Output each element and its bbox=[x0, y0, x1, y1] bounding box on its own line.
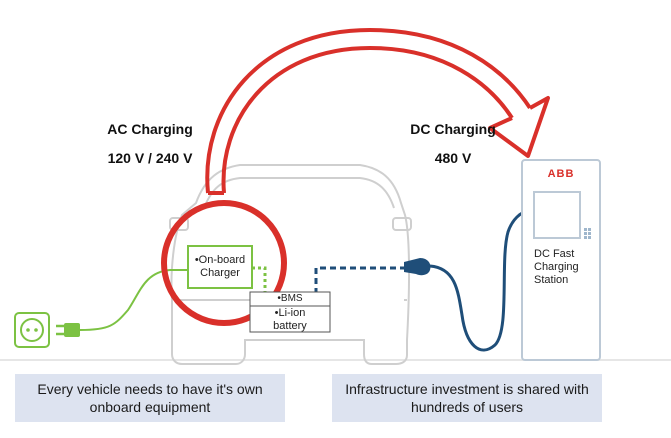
battery-to-dc-port-link bbox=[314, 266, 410, 294]
battery-line2: battery bbox=[273, 320, 307, 332]
onboard-charger-label: •On-board Charger bbox=[188, 254, 252, 280]
ac-charging-title: AC Charging bbox=[107, 121, 193, 137]
dc-charging-voltage: 480 V bbox=[434, 150, 472, 166]
battery-label: •Li-ion battery bbox=[250, 307, 330, 333]
onboard-charger-box bbox=[187, 245, 253, 289]
dc-plug-icon bbox=[404, 258, 431, 276]
ac-charging-voltage: 120 V / 240 V bbox=[107, 150, 193, 166]
charger-to-battery-link bbox=[252, 266, 267, 292]
onboard-highlight-circle bbox=[161, 200, 287, 326]
transfer-arrow bbox=[205, 28, 550, 195]
wall-socket-icon bbox=[14, 312, 50, 348]
dc-charging-title: DC Charging bbox=[410, 121, 496, 137]
ac-cable bbox=[79, 269, 188, 331]
abb-logo: ABB bbox=[547, 168, 575, 180]
keypad-icon bbox=[584, 228, 591, 239]
station-line1: DC Fast bbox=[534, 248, 575, 260]
station-line2: Charging bbox=[534, 261, 579, 273]
onboard-charger-line1: •On-board bbox=[194, 254, 246, 266]
ac-plug-icon bbox=[56, 323, 80, 337]
left-caption: Every vehicle needs to have it's own onb… bbox=[15, 374, 285, 422]
battery-line1: •Li-ion bbox=[274, 307, 306, 319]
dc-cable bbox=[429, 208, 531, 352]
dc-charging-station bbox=[521, 159, 601, 361]
station-label: DC Fast Charging Station bbox=[534, 248, 594, 287]
right-caption: Infrastructure investment is shared with… bbox=[332, 374, 602, 422]
battery-box bbox=[249, 305, 331, 333]
onboard-charger-line2: Charger bbox=[200, 267, 240, 279]
bms-label: •BMS bbox=[277, 293, 303, 304]
station-line3: Station bbox=[534, 274, 569, 286]
